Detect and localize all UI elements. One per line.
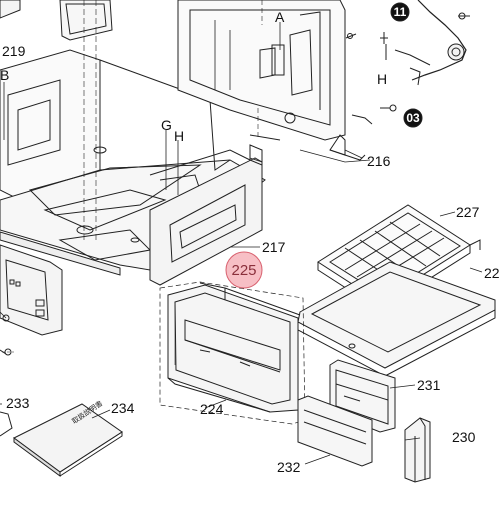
badge-11: 11 bbox=[390, 2, 410, 22]
flap-232 bbox=[297, 395, 373, 467]
label-234: 234 bbox=[111, 400, 135, 416]
handle-230 bbox=[404, 417, 431, 483]
label-227: 227 bbox=[456, 204, 480, 220]
wire-harness-assembly bbox=[345, 0, 470, 125]
part-233 bbox=[0, 411, 13, 437]
svg-text:11: 11 bbox=[394, 5, 407, 19]
rear-back-plate bbox=[177, 0, 366, 161]
label-224: 224 bbox=[200, 401, 224, 417]
label-232: 232 bbox=[277, 459, 301, 475]
label-22x: 22 bbox=[484, 265, 500, 281]
instruction-manual-234 bbox=[13, 403, 123, 477]
cabinet-base-assembly bbox=[0, 0, 266, 286]
control-panel-left bbox=[0, 244, 63, 356]
badge-03: 03 bbox=[403, 108, 423, 128]
label-219: 219 bbox=[2, 43, 26, 59]
door-assembly bbox=[159, 281, 306, 425]
label-H-left: H bbox=[174, 128, 184, 144]
callout-225-text: 225 bbox=[231, 262, 256, 279]
label-216: 216 bbox=[367, 153, 391, 169]
callout-225[interactable]: 225 bbox=[225, 251, 263, 289]
label-230: 230 bbox=[452, 429, 476, 445]
label-A: A bbox=[275, 9, 285, 25]
svg-text:03: 03 bbox=[406, 111, 420, 125]
label-H-right: H bbox=[377, 71, 387, 87]
label-B: B bbox=[0, 67, 9, 83]
part-fragment-top-left bbox=[0, 0, 113, 41]
label-233: 233 bbox=[6, 395, 30, 411]
leader-lines bbox=[0, 149, 483, 465]
label-217: 217 bbox=[262, 239, 286, 255]
label-231: 231 bbox=[417, 377, 441, 393]
drip-tray bbox=[297, 261, 496, 377]
label-G: G bbox=[161, 117, 172, 133]
